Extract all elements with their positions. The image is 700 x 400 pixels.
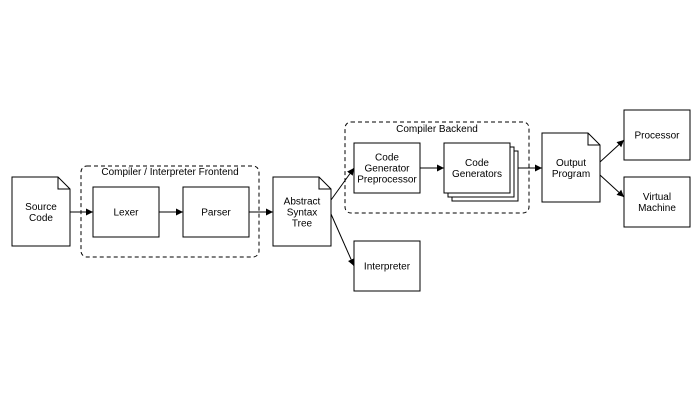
edge-ast-to-code-generator-preprocessor [330,167,355,201]
cg-pre-label-line: Generator [364,164,410,175]
edges [70,139,625,267]
code-gen-label-line: Generators [452,169,502,180]
cg-pre-label-line: Preprocessor [357,175,417,186]
interpreter-label: Interpreter [364,262,411,273]
parser-label: Parser [201,208,231,219]
ast-label-line: Tree [292,219,313,230]
processor-label: Processor [634,131,680,142]
output-label-line: Program [552,169,590,180]
processor-node: Processor [623,109,691,161]
lexer-label-line: Lexer [113,208,139,219]
source-code-label-line: Code [29,213,53,224]
ast-label-line: Abstract [284,197,321,208]
lexer-node: Lexer [92,186,160,238]
source-code-label-line: Source [25,202,57,213]
parser-label-line: Parser [201,208,231,219]
vm-label-line: Virtual [643,192,671,203]
edge-ast-to-interpreter [330,213,355,267]
output-label-line: Output [556,158,586,169]
backend-group-label: Compiler Backend [396,124,478,135]
vm-label-line: Machine [638,203,676,214]
lexer-label: Lexer [113,208,139,219]
interpreter-node: Interpreter [353,240,421,292]
ast-label-line: Syntax [287,208,318,219]
frontend-group-label: Compiler / Interpreter Frontend [101,167,238,178]
parser-node: Parser [182,186,250,238]
edge-output-to-virtual-machine [599,174,625,198]
cg-pre-label-line: Code [375,153,399,164]
interpreter-label-line: Interpreter [364,262,411,273]
code-gen-label-line: Code [465,158,489,169]
edge-output-to-processor [599,139,625,163]
processor-label-line: Processor [634,131,680,142]
